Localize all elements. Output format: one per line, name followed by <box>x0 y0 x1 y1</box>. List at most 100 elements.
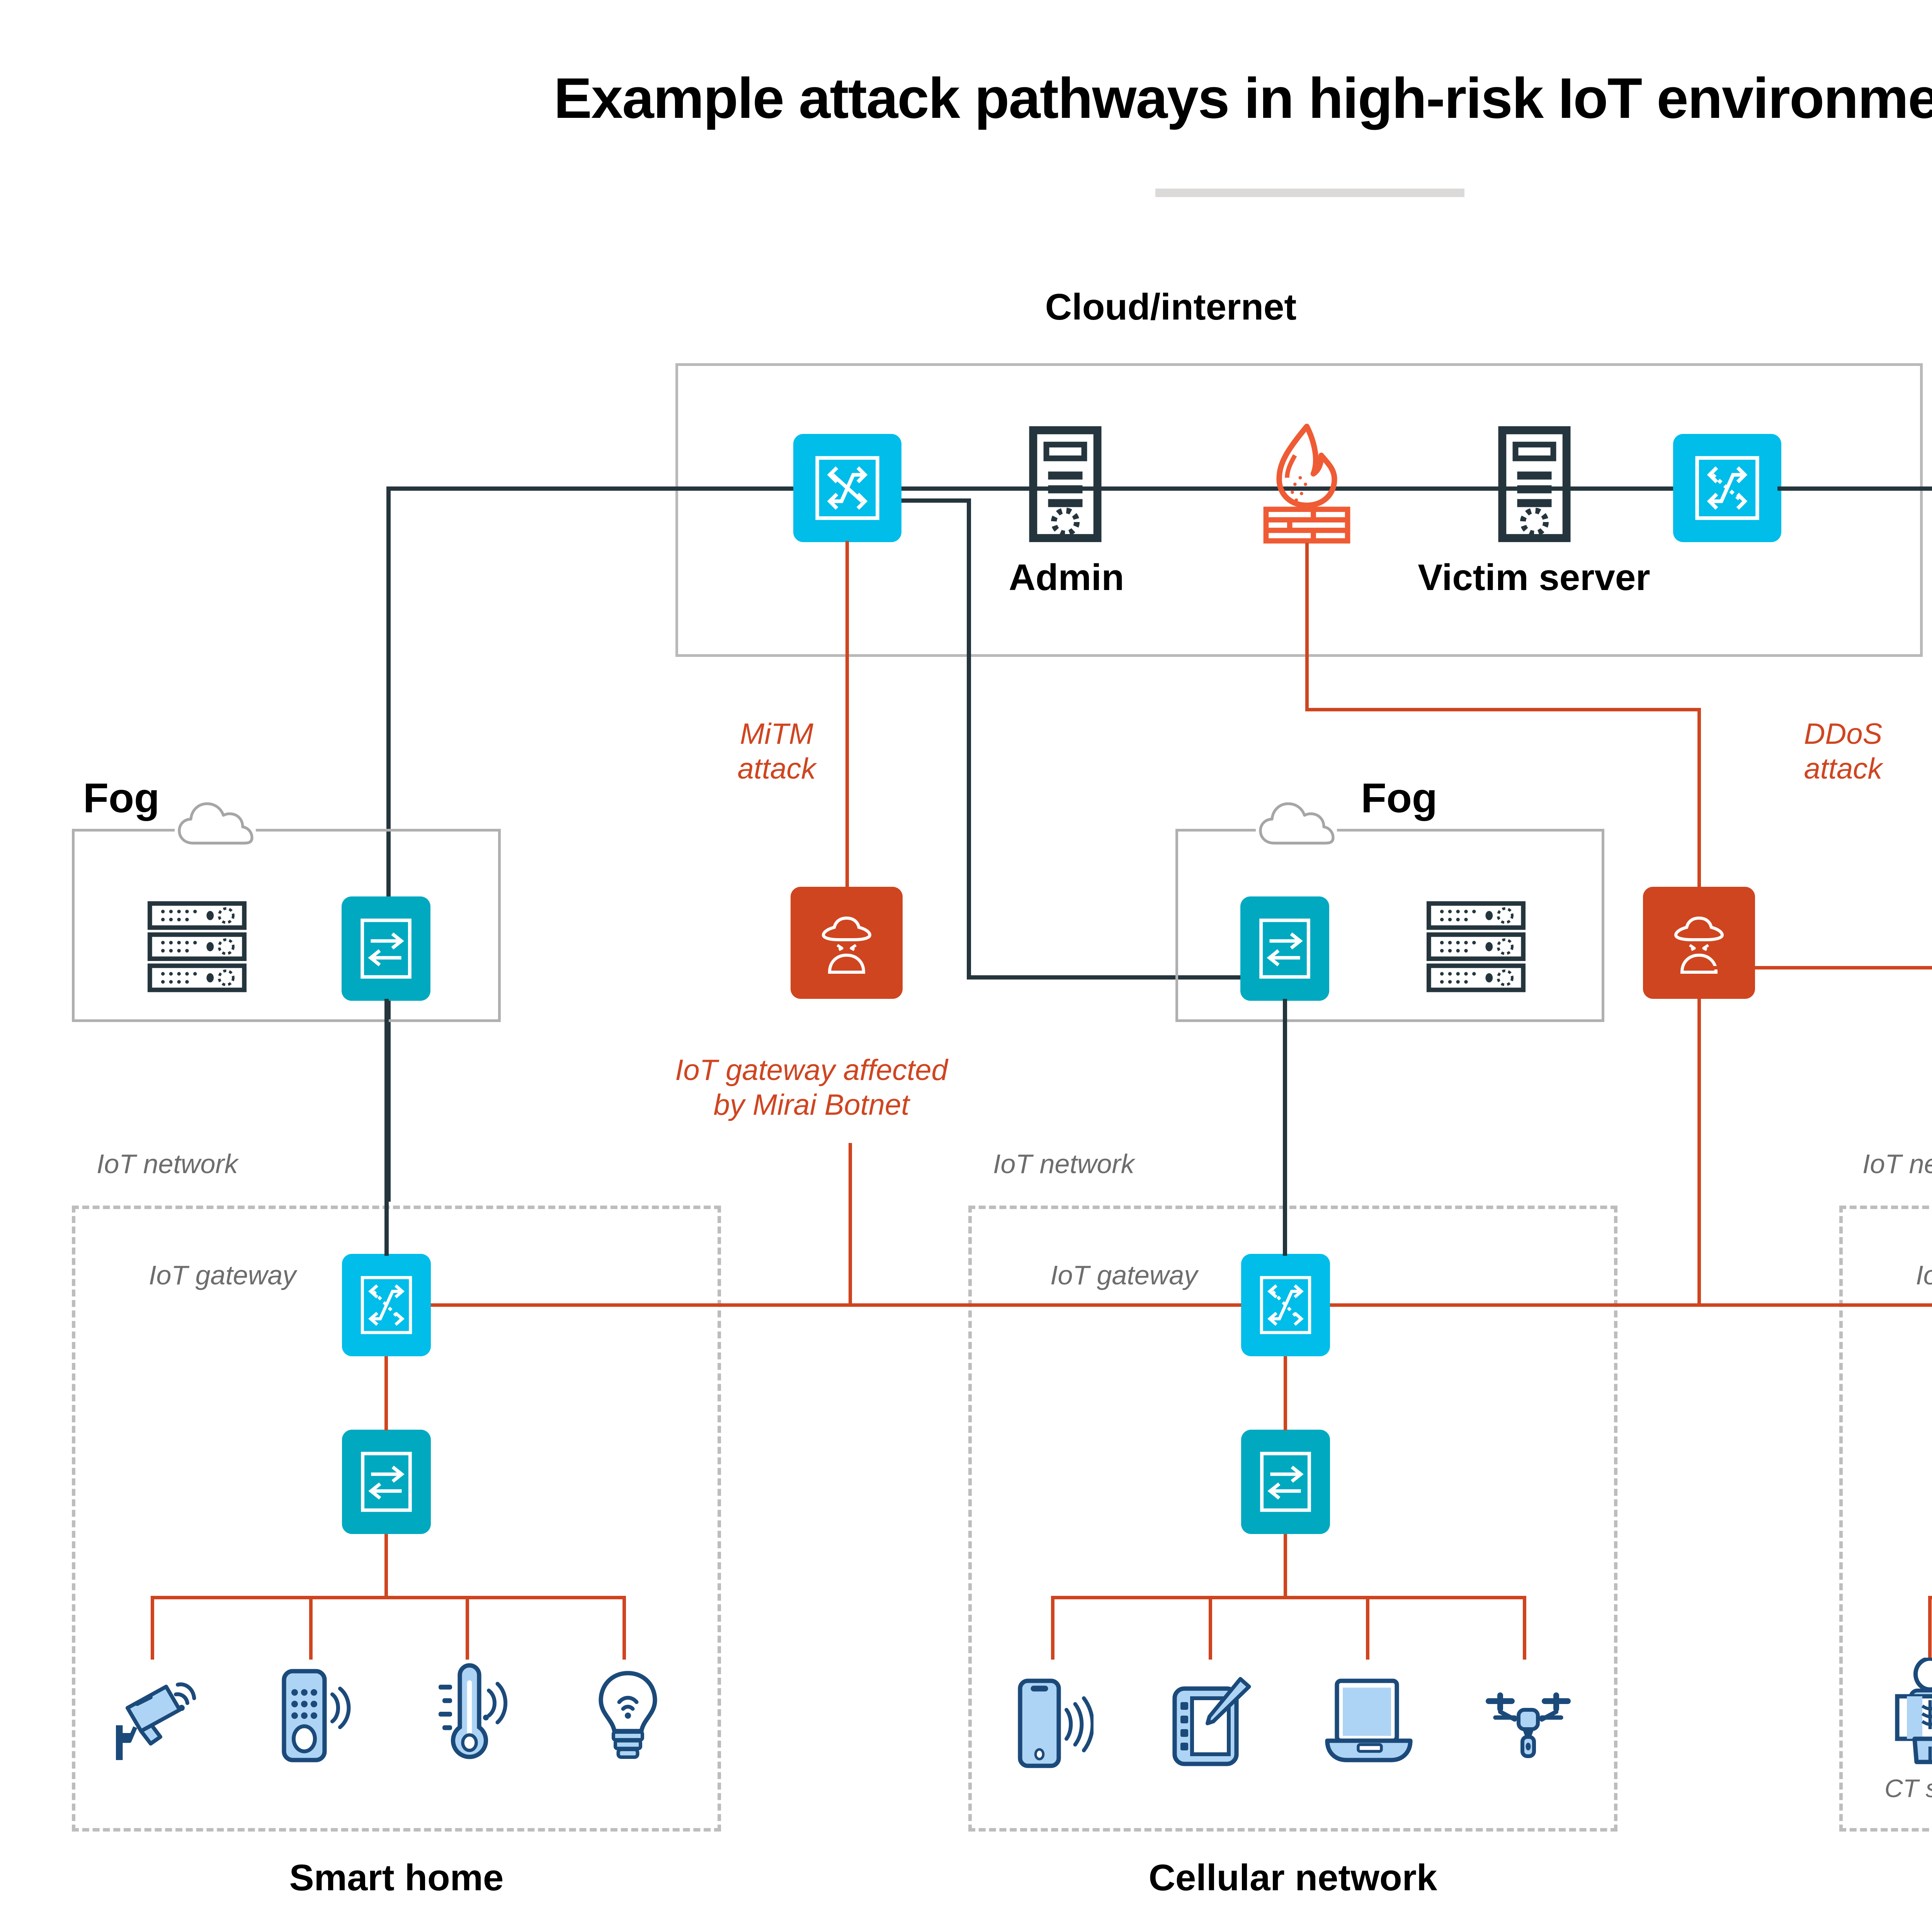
cloud-section-label: Cloud/internet <box>900 286 1441 328</box>
switch-icon <box>361 1452 412 1512</box>
wire-mirai-note-down <box>849 1143 852 1305</box>
fog-cloud-icon-smart-home <box>175 792 256 854</box>
router-icon <box>1260 1276 1311 1334</box>
server-rack-icon <box>147 901 247 992</box>
router-icon <box>1695 456 1759 520</box>
wire-gateway-bus-home-to-cell <box>431 1303 1241 1307</box>
fog-cloud-icon-cellular <box>1256 792 1337 854</box>
router-icon <box>361 1276 412 1334</box>
wire-home-sw-down <box>384 1534 388 1598</box>
drop-cell-2 <box>1209 1596 1212 1660</box>
switch-icon <box>1260 1452 1311 1512</box>
title-divider <box>1155 189 1464 197</box>
fog-box-smart-home <box>72 829 501 1022</box>
mirai-botnet-note: IoT gateway affected by Mirai Botnet <box>607 1053 1016 1122</box>
hacker-icon <box>821 916 872 974</box>
iot-network-box-cellular <box>968 1206 1617 1832</box>
iot-network-label-smart-home: IoT network <box>97 1149 238 1179</box>
cloud-label-text: Cloud/internet <box>1045 286 1297 328</box>
mitm-attack-line1: MiTM <box>740 718 813 750</box>
security-camera-icon <box>116 1682 196 1760</box>
mirai-note-line1: IoT gateway affected <box>675 1054 948 1087</box>
drop-cell-3 <box>1366 1596 1369 1660</box>
iot-gateway-label-healthcare: IoT gateway <box>1916 1260 1932 1290</box>
iot-gateway-label-smart-home: IoT gateway <box>149 1260 296 1290</box>
drop-cell-4 <box>1523 1596 1526 1660</box>
victim-server-label: Victim server <box>1345 556 1723 599</box>
ddos-hacker-tile[interactable] <box>1643 887 1755 999</box>
wire-to-cellular-fog <box>967 975 1276 980</box>
wire-mitm-down <box>845 541 849 889</box>
wire-firewall-down <box>1305 543 1309 711</box>
local-switch-cellular[interactable] <box>1241 1430 1330 1534</box>
thermostat-icon <box>439 1663 508 1759</box>
cloud-router-right[interactable] <box>1673 434 1781 542</box>
wire-gateway-bus-cell-to-health <box>1330 1303 1932 1307</box>
mitm-attack-label: MiTM attack <box>657 717 896 786</box>
device-smart-lock[interactable] <box>276 1665 354 1766</box>
iot-gateway-label-cellular: IoT gateway <box>1050 1260 1198 1290</box>
wire-firewall-right <box>1305 708 1701 711</box>
fog-label-text: Fog <box>83 774 160 821</box>
admin-label: Admin <box>916 556 1217 599</box>
fog-box-cellular <box>1175 829 1604 1022</box>
local-switch-smart-home[interactable] <box>342 1430 431 1534</box>
wire-router-stub-down <box>967 498 971 980</box>
fog-server-rack-cellular[interactable] <box>1426 900 1526 993</box>
drop-home-2 <box>309 1596 313 1660</box>
drop-cell-1 <box>1051 1596 1054 1660</box>
device-drone[interactable] <box>1480 1689 1577 1762</box>
drone-icon <box>1486 1692 1571 1758</box>
wire-rightrouter-right <box>1777 486 1932 491</box>
mitm-attack-line2: attack <box>737 752 816 785</box>
device-thermostat[interactable] <box>431 1662 516 1766</box>
cloud-trunk-line <box>386 486 1932 491</box>
wire-gw-sw-cell <box>1284 1356 1287 1430</box>
page-title: Example attack pathways in high-risk IoT… <box>554 66 1932 130</box>
victim-server-label-text: Victim server <box>1418 557 1650 598</box>
fog-label-smart-home: Fog <box>83 774 160 822</box>
mitm-hacker-tile[interactable] <box>791 887 903 999</box>
device-ct-scan[interactable] <box>1884 1658 1932 1766</box>
ddos-attack-label: DDoS attack <box>1723 717 1932 786</box>
smart-bulb-icon <box>599 1671 657 1759</box>
laptop-icon <box>1325 1679 1413 1762</box>
segment-caption-healthcare: Healthcare network <box>1839 1857 1932 1899</box>
admin-label-text: Admin <box>1009 557 1124 598</box>
cloud-victim-server[interactable] <box>1498 426 1571 542</box>
hacker-icon <box>1674 916 1724 974</box>
iot-gateway-smart-home[interactable] <box>342 1254 431 1356</box>
wire-home-switch-to-gateway <box>384 999 389 1256</box>
server-tower-icon <box>1498 426 1571 542</box>
fog-switch-cellular[interactable] <box>1240 896 1329 1001</box>
segment-caption-cellular: Cellular network <box>968 1857 1617 1899</box>
device-laptop[interactable] <box>1321 1677 1418 1766</box>
ct-scan-icon <box>1895 1658 1932 1764</box>
device-smart-bulb[interactable] <box>589 1665 667 1766</box>
iot-network-label-cellular: IoT network <box>993 1149 1134 1179</box>
firewall-icon <box>1263 423 1350 544</box>
device-smartphone[interactable] <box>1012 1677 1094 1770</box>
cloud-internet-box <box>675 363 1923 657</box>
cloud-firewall[interactable] <box>1260 421 1353 545</box>
iot-network-label-healthcare: IoT network <box>1862 1149 1932 1179</box>
iot-network-box-healthcare <box>1839 1206 1932 1832</box>
fog-switch-smart-home[interactable] <box>342 896 430 1001</box>
device-tablet-stylus[interactable] <box>1167 1673 1256 1770</box>
drop-home-1 <box>151 1596 154 1660</box>
fog-server-rack-smart-home[interactable] <box>147 900 247 993</box>
mirai-note-line2: by Mirai Botnet <box>713 1088 910 1121</box>
iot-gateway-cellular[interactable] <box>1241 1254 1330 1356</box>
fog-label-cellular: Fog <box>1361 774 1437 822</box>
wire-ddos-to-health-down <box>1697 999 1701 1304</box>
device-security-camera[interactable] <box>112 1669 201 1766</box>
bus-home <box>151 1596 626 1599</box>
segment-caption-text: Cellular network <box>1148 1857 1437 1898</box>
wire-leftrouter-to-home <box>386 486 391 974</box>
smart-lock-keypad-icon <box>282 1669 351 1762</box>
cloud-admin-server[interactable] <box>1029 426 1102 542</box>
wire-router-stub-right <box>901 498 971 503</box>
cloud-router-left[interactable] <box>793 434 901 542</box>
wire-gw-sw-home <box>384 1356 388 1430</box>
server-tower-icon <box>1029 426 1102 542</box>
